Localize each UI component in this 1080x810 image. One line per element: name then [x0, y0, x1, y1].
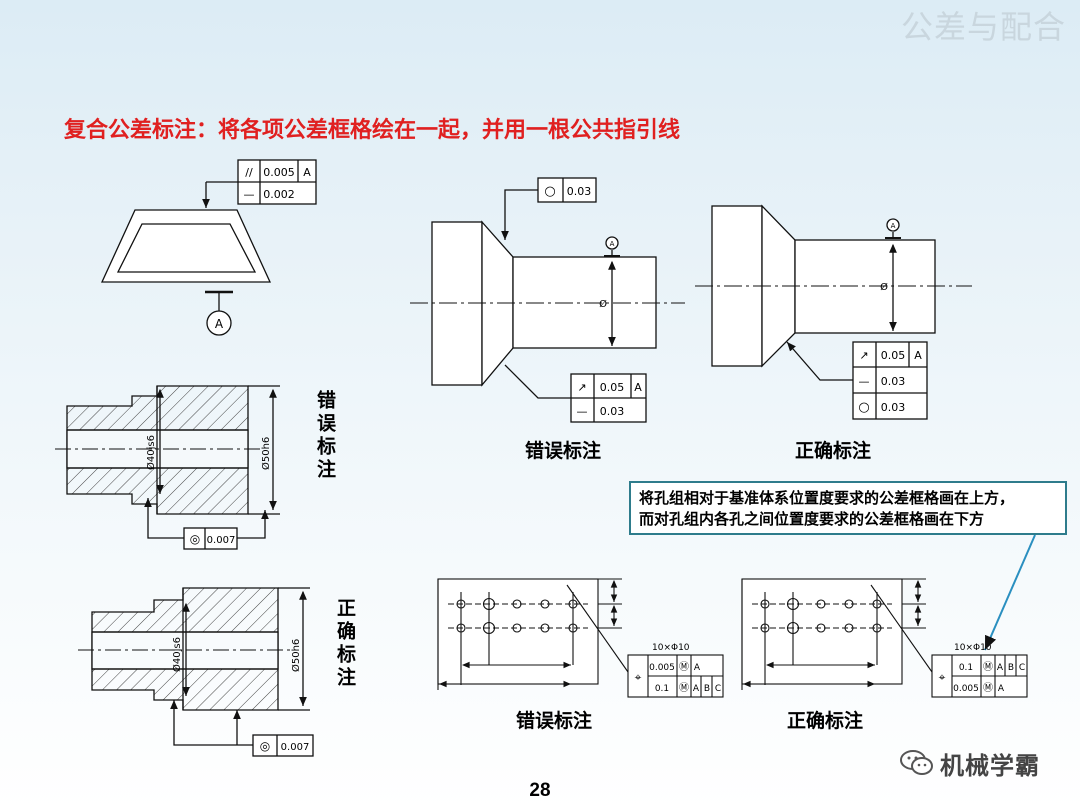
holes-wrong-r2-m: Ⓜ — [679, 682, 689, 694]
holes-correct-symbol: ⌖ — [939, 670, 946, 684]
figure-bore-correct — [78, 587, 314, 757]
callout-line-2: 而对孔组内各孔之间位置度要求的公差框格画在下方 — [639, 510, 985, 528]
shaft-correct-r3-sym: ○ — [858, 400, 869, 415]
holes-correct-r1-a: A — [997, 663, 1004, 673]
holes-wrong-r2-b: B — [704, 684, 710, 694]
figure-shaft-wrong — [410, 177, 685, 423]
trap-frame-val1: 0.005 — [263, 166, 295, 179]
bore-wrong-frame-val: 0.007 — [207, 535, 236, 546]
page-number: 28 — [529, 780, 551, 801]
trap-datum-label: A — [215, 317, 224, 331]
trap-frame-sym1: // — [245, 166, 253, 179]
shaft-correct-r1-datum: A — [914, 349, 922, 362]
figure-holes-correct — [741, 578, 1028, 698]
bore-wrong-dim-outer: Ø50h6 — [260, 437, 272, 470]
holes-correct-r2-val: 0.005 — [953, 684, 979, 694]
shaft-correct-r1-val: 0.05 — [881, 349, 906, 362]
watermark-title: 公差与配合 — [900, 8, 1066, 46]
holes-correct-note: 10×Φ10 — [954, 643, 992, 653]
holes-wrong-r2-a: A — [693, 684, 700, 694]
holes-correct-r1-c: C — [1019, 663, 1025, 673]
holes-wrong-r1-a: A — [694, 663, 701, 673]
callout-arrow — [984, 534, 1036, 651]
bore-wrong-frame-sym: ◎ — [190, 532, 200, 546]
label-shaft-correct: 正确标注 — [795, 439, 871, 462]
shaft-wrong-top-sym: ○ — [544, 184, 555, 199]
shaft-correct-datum: A — [891, 222, 896, 230]
holes-correct-r1-b: B — [1008, 663, 1014, 673]
holes-correct-r2-a: A — [998, 684, 1005, 694]
trap-frame-datum1: A — [303, 166, 311, 179]
holes-correct-r1-val: 0.1 — [959, 663, 973, 673]
figure-shaft-correct — [695, 204, 972, 420]
slide-heading: 复合公差标注：将各项公差框格绘在一起，并用一根公共指引线 — [64, 117, 681, 143]
bore-correct-dim-outer: Ø50h6 — [290, 639, 302, 672]
shaft-wrong-b2-val: 0.03 — [600, 405, 625, 418]
figure-bore-wrong — [55, 385, 280, 550]
shaft-correct-r1-sym: ↗ — [859, 349, 868, 362]
brand-watermark: 机械学霸 — [900, 748, 1040, 780]
shaft-wrong-dim: Ø — [599, 298, 607, 310]
wechat-icon — [900, 750, 933, 775]
figure-trapezoid — [100, 159, 317, 336]
holes-wrong-r1-m: Ⓜ — [679, 661, 689, 673]
label-holes-correct: 正确标注 — [787, 709, 863, 732]
bore-correct-frame-val: 0.007 — [281, 742, 310, 753]
shaft-wrong-b1-sym: ↗ — [577, 381, 586, 394]
brand-name: 机械学霸 — [940, 751, 1040, 780]
bore-correct-frame-sym: ◎ — [260, 739, 270, 753]
shaft-wrong-b1-val: 0.05 — [600, 381, 625, 394]
holes-correct-r2-m: Ⓜ — [983, 682, 993, 694]
shaft-correct-r2-val: 0.03 — [881, 375, 906, 388]
shaft-wrong-b2-sym: — — [577, 405, 588, 418]
label-shaft-wrong: 错误标注 — [525, 439, 601, 462]
holes-wrong-r2-c: C — [715, 684, 721, 694]
trap-frame-val2: 0.002 — [263, 188, 295, 201]
shaft-correct-dim: Ø — [880, 281, 888, 293]
holes-wrong-r1-val: 0.005 — [649, 663, 675, 673]
holes-wrong-note: 10×Φ10 — [652, 643, 690, 653]
bore-wrong-dim-inner: Ø40js6 — [145, 435, 157, 470]
shaft-wrong-datum: A — [610, 240, 615, 248]
holes-wrong-r2-val: 0.1 — [655, 684, 669, 694]
figure-holes-wrong — [437, 578, 724, 698]
trap-frame-sym2: — — [244, 188, 255, 201]
shaft-correct-r2-sym: — — [859, 375, 870, 388]
bore-correct-dim-inner: Ø40js6 — [171, 637, 183, 672]
shaft-wrong-b1-datum: A — [634, 381, 642, 394]
shaft-correct-r3-val: 0.03 — [881, 401, 906, 414]
label-bore-wrong: 错误标注 — [314, 390, 336, 482]
callout-line-1: 将孔组相对于基准体系位置度要求的公差框格画在上方， — [639, 489, 1015, 507]
callout-box: 将孔组相对于基准体系位置度要求的公差框格画在上方， 而对孔组内各孔之间位置度要求… — [629, 481, 1067, 535]
label-bore-correct: 正确标注 — [334, 598, 356, 690]
holes-wrong-symbol: ⌖ — [635, 670, 642, 684]
shaft-wrong-top-val: 0.03 — [567, 185, 592, 198]
holes-correct-r1-m: Ⓜ — [983, 661, 993, 673]
label-holes-wrong: 错误标注 — [516, 709, 592, 732]
